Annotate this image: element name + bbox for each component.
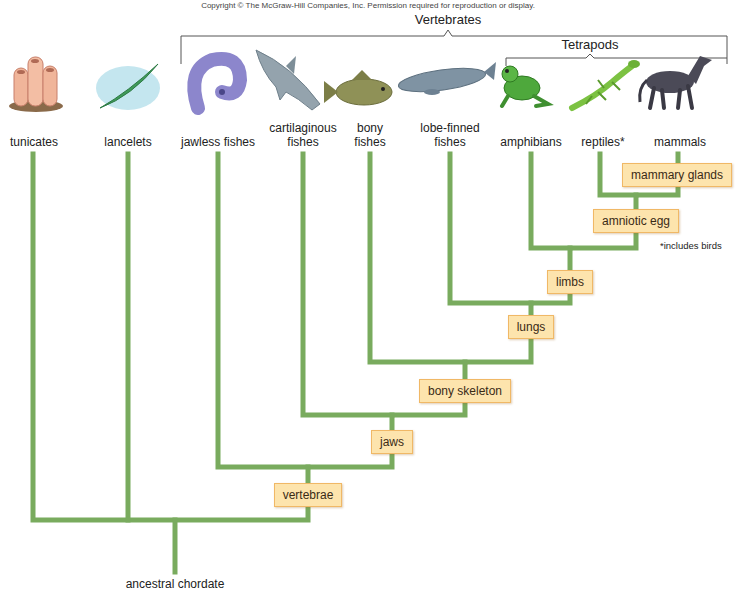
tree-branch bbox=[303, 154, 392, 415]
tunicate-figure bbox=[28, 57, 43, 106]
taxon-name: amphibians bbox=[491, 136, 571, 150]
trait-label: bony skeleton bbox=[428, 383, 502, 400]
taxon-name: lancelets bbox=[88, 136, 168, 150]
lizard-figure bbox=[628, 60, 640, 68]
shark-figure bbox=[256, 50, 320, 110]
bony-fish-figure bbox=[352, 70, 372, 80]
frog-figure bbox=[534, 96, 548, 106]
bony-fish-figure bbox=[324, 81, 338, 103]
tunicate-figure bbox=[46, 68, 54, 72]
tree-branch bbox=[33, 154, 308, 520]
trait-box: jaws bbox=[371, 430, 413, 455]
trait-box: bony skeleton bbox=[419, 379, 511, 404]
frog-figure bbox=[502, 96, 508, 106]
tree-branch bbox=[218, 154, 308, 467]
lizard-figure bbox=[572, 60, 640, 108]
group-label: Vertebrates bbox=[388, 13, 508, 28]
tree-branch bbox=[531, 294, 570, 314]
horse-figure bbox=[640, 56, 712, 108]
tunicate-figure bbox=[14, 68, 28, 106]
trait-box: amniotic egg bbox=[593, 209, 679, 234]
trait-box: vertebrae bbox=[274, 483, 343, 508]
tree-branch bbox=[308, 454, 392, 482]
horse-figure bbox=[688, 56, 712, 84]
taxon-name: tunicates bbox=[2, 136, 66, 150]
root-label: ancestral chordate bbox=[105, 578, 245, 592]
tree-branch bbox=[465, 339, 531, 378]
trait-box: lungs bbox=[508, 315, 555, 340]
tree-branch bbox=[636, 187, 678, 208]
bracket bbox=[506, 54, 727, 66]
tunicate-figure bbox=[17, 70, 25, 74]
jawless-fish-figure bbox=[194, 59, 240, 108]
tree-branch bbox=[570, 233, 636, 269]
bony-fish-figure bbox=[336, 79, 392, 105]
frog-figure bbox=[505, 69, 509, 73]
jawless-fish-figure bbox=[194, 59, 240, 108]
tree-branch bbox=[531, 154, 570, 248]
bony-fish-figure bbox=[324, 70, 392, 105]
taxon-name: bony fishes bbox=[347, 122, 393, 150]
lizard-figure bbox=[586, 80, 620, 104]
group-label: Tetrapods bbox=[535, 38, 645, 53]
jawless-fish-figure bbox=[219, 89, 225, 95]
tree-branch bbox=[126, 154, 131, 520]
lizard-figure bbox=[572, 66, 632, 108]
trait-label: vertebrae bbox=[283, 487, 334, 504]
frog-figure bbox=[502, 66, 548, 106]
lobe-finned-fish-figure bbox=[397, 64, 487, 96]
bony-fish-figure bbox=[381, 87, 385, 91]
taxon-name: mammals bbox=[645, 136, 715, 150]
footnote: *includes birds bbox=[660, 241, 734, 252]
frog-figure bbox=[502, 66, 518, 82]
trait-box: mammary glands bbox=[622, 163, 732, 188]
tree-branch bbox=[392, 403, 465, 429]
copyright-note: Copyright © The McGraw-Hill Companies, I… bbox=[48, 1, 688, 10]
lobe-finned-fish-figure bbox=[484, 62, 496, 80]
trait-label: jaws bbox=[380, 434, 404, 451]
tunicate-figure bbox=[9, 57, 63, 112]
shark-figure bbox=[286, 56, 296, 74]
tree-branch bbox=[173, 520, 178, 572]
shark-figure bbox=[256, 50, 320, 110]
tree-branch bbox=[450, 154, 531, 303]
trait-label: limbs bbox=[556, 274, 584, 291]
tunicate-figure bbox=[43, 66, 57, 106]
lancelet-figure bbox=[100, 64, 158, 108]
tunicate-figure bbox=[31, 59, 39, 63]
horse-figure bbox=[650, 86, 692, 108]
trait-label: lungs bbox=[517, 319, 546, 336]
tree-branch bbox=[33, 154, 678, 572]
trait-label: mammary glands bbox=[631, 167, 723, 184]
horse-figure bbox=[640, 80, 647, 102]
lobe-finned-fish-figure bbox=[424, 89, 440, 95]
taxon-name: reptiles* bbox=[568, 136, 638, 150]
trait-label: amniotic egg bbox=[602, 213, 670, 230]
taxon-name: lobe-finned fishes bbox=[412, 122, 488, 150]
taxon-name: cartilaginous fishes bbox=[262, 122, 344, 150]
taxon-name: jawless fishes bbox=[170, 136, 266, 150]
lancelet-figure bbox=[96, 64, 160, 110]
lobe-finned-fish-figure bbox=[397, 62, 496, 96]
trait-box: limbs bbox=[547, 270, 593, 295]
